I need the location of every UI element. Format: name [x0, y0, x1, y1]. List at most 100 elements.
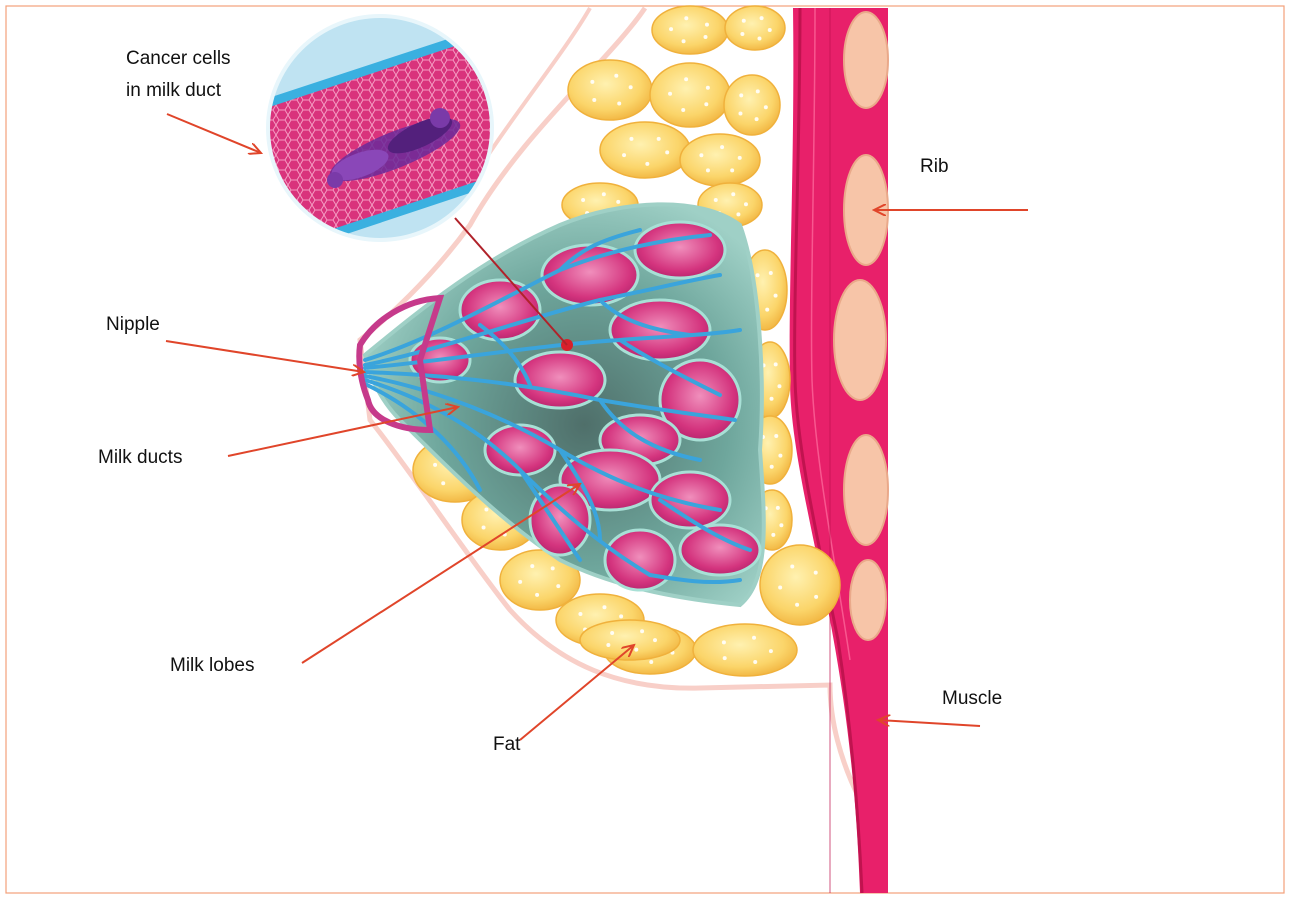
- fat-speck: [669, 27, 673, 31]
- fat-speck: [770, 465, 774, 469]
- magnified-duct-inset: [240, 16, 540, 258]
- label-milk-lobes: Milk lobes: [170, 655, 254, 676]
- fat-speck: [590, 80, 594, 84]
- fat-globule-icon: [724, 75, 780, 135]
- rib-icon: [844, 435, 888, 545]
- fat-speck: [771, 533, 775, 537]
- arrow-fat: [520, 645, 634, 740]
- fat-speck: [756, 273, 760, 277]
- fat-speck: [722, 640, 726, 644]
- fat-speck: [769, 271, 773, 275]
- fat-speck: [723, 656, 727, 660]
- fat-speck: [684, 16, 688, 20]
- fat-speck: [682, 39, 686, 43]
- fat-speck: [433, 463, 437, 467]
- fat-speck: [760, 16, 764, 20]
- fat-globule-icon: [725, 6, 785, 50]
- fat-speck: [705, 23, 709, 27]
- fat-speck: [441, 481, 445, 485]
- label-rib: Rib: [920, 156, 949, 177]
- arrow-cancer-cells: [167, 114, 261, 153]
- milk-lobe: [460, 280, 540, 340]
- arrow-muscle: [878, 720, 980, 726]
- fat-speck: [736, 212, 740, 216]
- fat-speck: [610, 631, 614, 635]
- fat-speck: [622, 153, 626, 157]
- fat-speck: [706, 168, 710, 172]
- fat-globule-icon: [680, 134, 760, 186]
- milk-lobe: [605, 530, 675, 590]
- fat-speck: [616, 200, 620, 204]
- fat-speck: [556, 584, 560, 588]
- fat-speck: [774, 362, 778, 366]
- fat-speck: [649, 660, 653, 664]
- fat-speck: [739, 93, 743, 97]
- fat-speck: [774, 434, 778, 438]
- fat-speck: [645, 162, 649, 166]
- fat-speck: [653, 638, 657, 642]
- fat-speck: [484, 508, 488, 512]
- fat-speck: [592, 98, 596, 102]
- fat-speck: [764, 105, 768, 109]
- label-muscle: Muscle: [942, 688, 1002, 709]
- fat-speck: [629, 137, 633, 141]
- fat-speck: [684, 77, 688, 81]
- fat-speck: [518, 580, 522, 584]
- rib-icon: [844, 12, 888, 108]
- fat-globule-icon: [580, 620, 680, 660]
- fat-speck: [706, 86, 710, 90]
- fat-speck: [755, 117, 759, 121]
- fat-speck: [482, 526, 486, 530]
- label-milk-ducts: Milk ducts: [98, 447, 182, 468]
- fat-speck: [742, 19, 746, 23]
- fat-globule-icon: [600, 122, 690, 178]
- fat-speck: [730, 168, 734, 172]
- fat-speck: [778, 585, 782, 589]
- fat-speck: [535, 593, 539, 597]
- rib-icon: [834, 280, 886, 400]
- fat-speck: [814, 595, 818, 599]
- fat-speck: [602, 192, 606, 196]
- fat-speck: [790, 565, 794, 569]
- fat-speck: [699, 153, 703, 157]
- fat-speck: [681, 108, 685, 112]
- fat-speck: [704, 102, 708, 106]
- fat-speck: [617, 101, 621, 105]
- fat-speck: [768, 28, 772, 32]
- fat-speck: [703, 35, 707, 39]
- fat-speck: [634, 648, 638, 652]
- fat-speck: [777, 384, 781, 388]
- fat-speck: [740, 32, 744, 36]
- fat-speck: [770, 397, 774, 401]
- fat-speck: [530, 564, 534, 568]
- fat-speck: [614, 74, 618, 78]
- fat-speck: [602, 605, 606, 609]
- fat-globule-icon: [693, 624, 797, 676]
- fat-speck: [738, 112, 742, 116]
- fat-speck: [731, 192, 735, 196]
- fat-globule-icon: [652, 6, 728, 54]
- fat-speck: [738, 156, 742, 160]
- label-nipple: Nipple: [106, 314, 160, 335]
- fat-speck: [776, 506, 780, 510]
- milk-lobe: [635, 222, 725, 278]
- fat-speck: [769, 649, 773, 653]
- fat-speck: [753, 660, 757, 664]
- fat-speck: [668, 92, 672, 96]
- fat-speck: [606, 643, 610, 647]
- fat-speck: [581, 198, 585, 202]
- fat-speck: [756, 89, 760, 93]
- fat-globule-icon: [650, 63, 730, 127]
- fat-globule-icon: [568, 60, 652, 120]
- fat-speck: [778, 454, 782, 458]
- fat-speck: [714, 198, 718, 202]
- fat-speck: [619, 614, 623, 618]
- fat-speck: [765, 308, 769, 312]
- fat-globule-icon: [760, 545, 840, 625]
- fat-speck: [629, 85, 633, 89]
- fat-speck: [657, 137, 661, 141]
- fat-speck: [774, 294, 778, 298]
- rib-icon: [850, 560, 886, 640]
- fat-speck: [720, 145, 724, 149]
- fat-speck: [779, 523, 783, 527]
